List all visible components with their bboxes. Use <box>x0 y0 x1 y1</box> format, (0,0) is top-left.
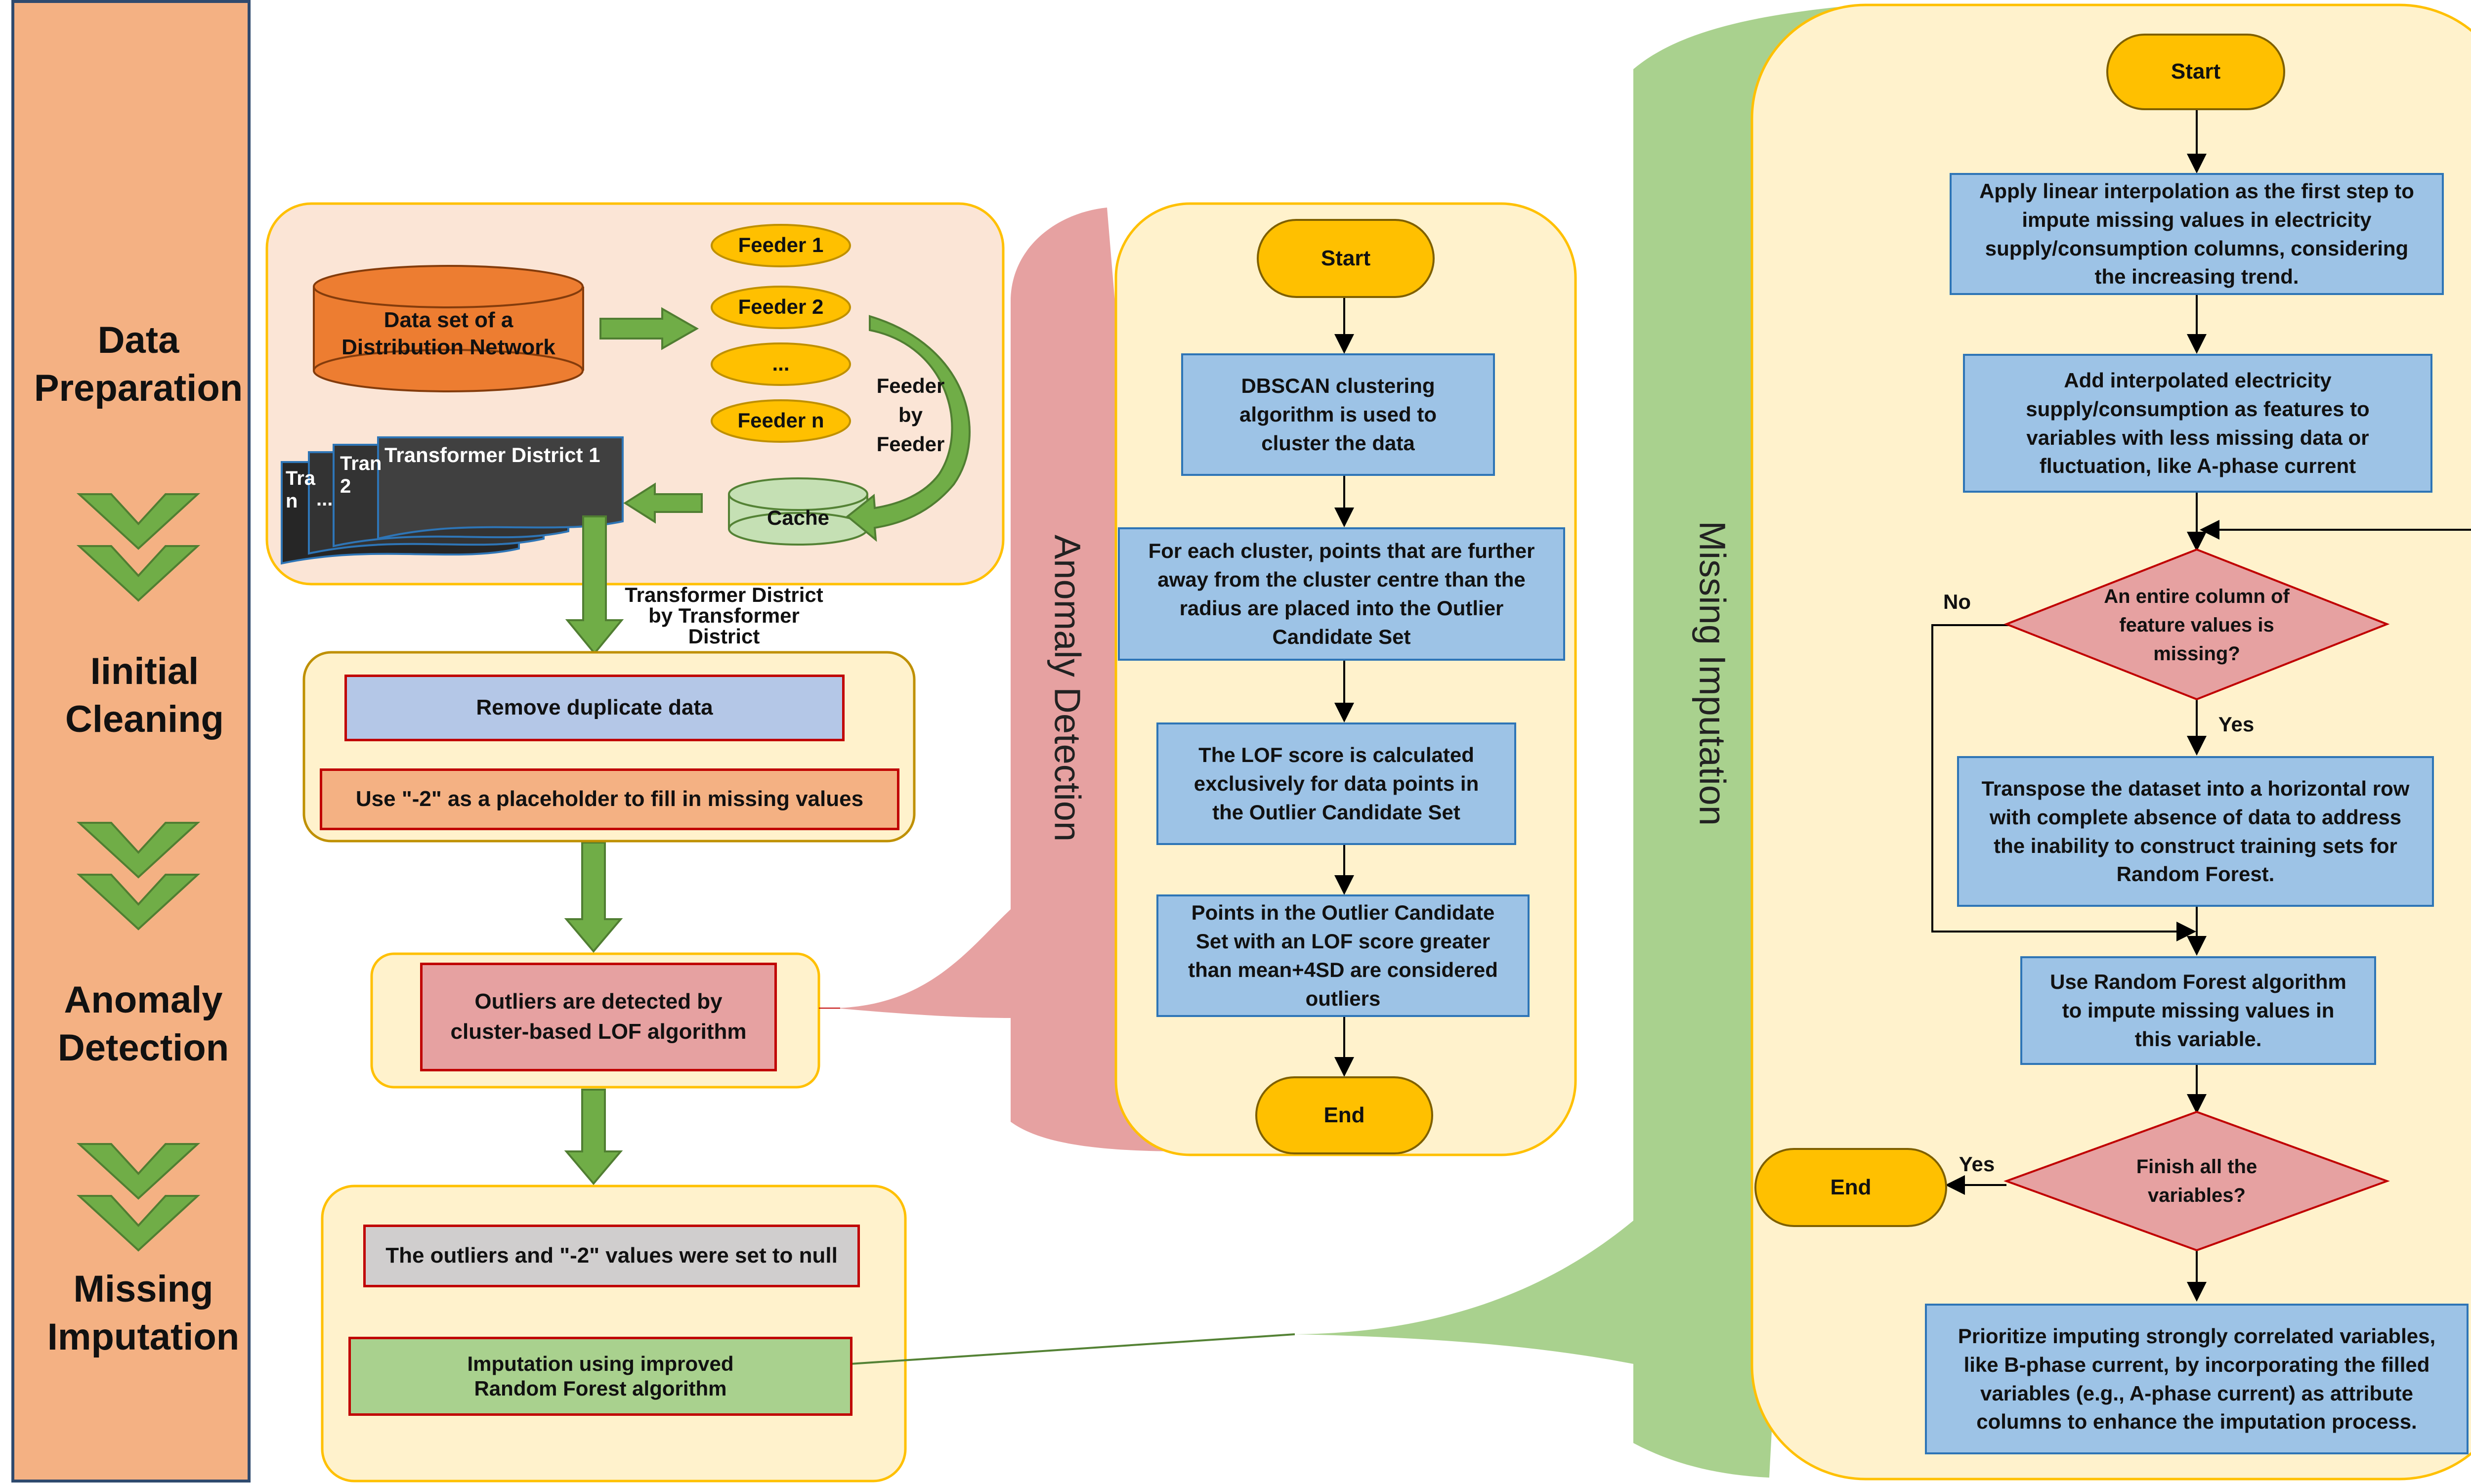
imputation-connector <box>850 1333 1295 1365</box>
imputation-start-terminal: Start <box>2106 34 2285 110</box>
district-label-2: Tran 2 <box>340 453 382 497</box>
feeder-ellipses <box>711 224 851 443</box>
dbscan-box: DBSCAN clustering algorithm is used to c… <box>1181 353 1495 476</box>
anomaly-start-terminal: Start <box>1257 219 1435 298</box>
anomaly-end-terminal: End <box>1255 1076 1433 1154</box>
transpose-box: Transpose the dataset into a horizontal … <box>1957 756 2434 907</box>
stage-label-data-preparation: Data Preparation <box>34 319 243 410</box>
decision-column-text: An entire column of feature values is mi… <box>2104 586 2290 665</box>
feeder-label-dots: ... <box>772 352 790 375</box>
transformer-district-stack <box>281 436 624 565</box>
district-by-district-label: Transformer District by Transformer Dist… <box>625 583 823 648</box>
imputation-flow-arrows <box>1931 110 2471 1367</box>
no-label: No <box>1943 590 1971 613</box>
random-forest-box: Use Random Forest algorithm to impute mi… <box>2020 956 2376 1065</box>
imputation-fan <box>1295 6 1848 1478</box>
placeholder-box: Use "-2" as a placeholder to fill in mis… <box>320 768 899 830</box>
stage-label-anomaly-detection: Anomaly Detection <box>57 979 229 1069</box>
yes-label: Yes <box>2218 713 2255 736</box>
chevron-down-icon <box>76 1143 201 1252</box>
district-label-n: Tra n <box>286 467 316 512</box>
chevron-down-icon <box>76 822 201 931</box>
dataset-label: Data set of a Distribution Network <box>341 308 555 359</box>
anomaly-fan <box>835 208 1186 1151</box>
feeder-label-n: Feeder n <box>737 409 824 432</box>
add-features-box: Add interpolated electricity supply/cons… <box>1963 354 2432 493</box>
anomaly-section-title: Anomaly Detection <box>1047 534 1088 842</box>
prioritize-box: Prioritize imputing strongly correlated … <box>1925 1304 2469 1454</box>
chevron-down-icon <box>76 493 201 602</box>
database-cylinder <box>313 265 584 392</box>
improved-rf-box: Imputation using improved Random Forest … <box>348 1337 852 1416</box>
set-null-box: The outliers and "-2" values were set to… <box>363 1225 860 1287</box>
district-label-main: Transformer District 1 <box>384 443 600 466</box>
cache-cylinder <box>728 477 868 546</box>
outlier-detection-box: Outliers are detected by cluster-based L… <box>420 963 777 1071</box>
threshold-box: Points in the Outlier Candidate Set with… <box>1156 894 1530 1017</box>
candidate-set-box: For each cluster, points that are furthe… <box>1118 527 1565 661</box>
feeder-label-1: Feeder 1 <box>738 233 824 256</box>
cache-label: Cache <box>767 506 830 529</box>
linear-interpolation-box: Apply linear interpolation as the first … <box>1950 173 2444 295</box>
stage-label-missing-imputation: Missing Imputation <box>47 1268 240 1358</box>
yes-finish-label: Yes <box>1959 1152 1995 1176</box>
decision-finish-variables <box>2003 1110 2390 1252</box>
imputation-end-terminal: End <box>1754 1148 1947 1227</box>
stage-label-initial-cleaning: Iinitial Cleaning <box>65 650 224 741</box>
lof-score-box: The LOF score is calculated exclusively … <box>1156 722 1516 845</box>
district-label-dots: ... <box>316 488 333 510</box>
feeder-by-feeder-label: Feeder by Feeder <box>876 374 945 456</box>
feeder-label-2: Feeder 2 <box>738 295 824 318</box>
imputation-section-title: Missing Imputation <box>1692 521 1733 826</box>
decision-column-missing <box>2003 548 2390 701</box>
decision-finish-text: Finish all the variables? <box>2136 1156 2258 1206</box>
remove-duplicates-box: Remove duplicate data <box>344 675 845 741</box>
